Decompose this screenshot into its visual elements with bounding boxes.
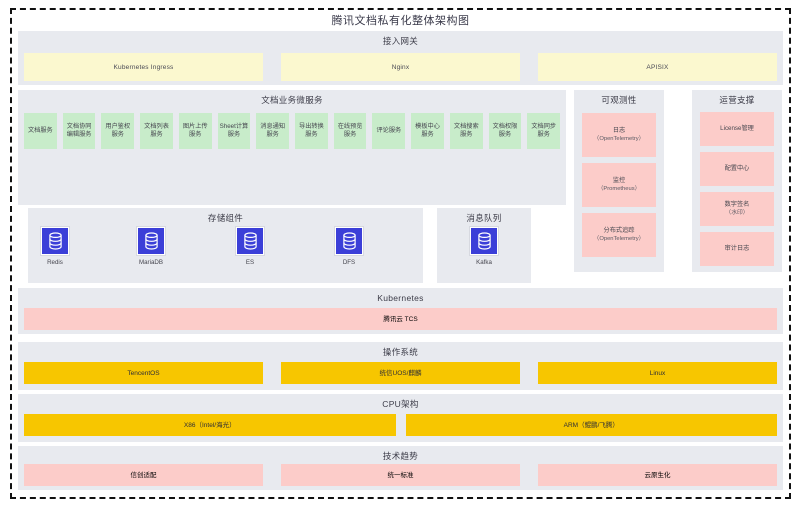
ops-item-audit-log[interactable]: 审计日志 (700, 232, 774, 266)
ops-title: 运营支撑 (719, 95, 755, 105)
storage-panel-title: 存储组件 (207, 213, 244, 223)
microservice-box[interactable]: 用户鉴权服务 (101, 113, 135, 149)
observability-item-label: 分布式追踪 (603, 226, 635, 234)
observability-item-sub: （OpenTelemetry） (593, 136, 645, 142)
observability-item-sub: （Prometheus） (597, 186, 641, 192)
microservices-grid: 文档服务 文档协同编辑服务 用户鉴权服务 文档列表服务 图片上传服务 Sheet… (24, 113, 561, 149)
microservice-box[interactable]: 在线预览服务 (333, 113, 367, 149)
os-items: TencentOS 统信UOS/麒麟 Linux (24, 362, 777, 384)
microservice-box[interactable]: 导出转换服务 (295, 113, 328, 149)
observability-item-sub: （OpenTelemetry） (593, 236, 645, 242)
microservice-box[interactable]: 文档同步服务 (527, 113, 561, 149)
kubernetes-item-tcs[interactable]: 腾讯云 TCS (24, 308, 777, 330)
ops-item-config-center[interactable]: 配置中心 (700, 152, 774, 186)
message-queue-item-kafka[interactable]: Kafka (461, 227, 507, 267)
trend-layer-title: 技术趋势 (382, 451, 419, 461)
trend-item-standards[interactable]: 统一标准 (281, 464, 520, 486)
os-item-uos-kylin[interactable]: 统信UOS/麒麟 (281, 362, 520, 384)
database-icon (335, 227, 363, 255)
cpu-item-arm[interactable]: ARM（鲲鹏/飞腾） (405, 414, 777, 436)
gateway-item-nginx[interactable]: Nginx (281, 53, 520, 81)
database-icon (41, 227, 69, 255)
microservice-box[interactable]: 文档协同编辑服务 (62, 113, 96, 149)
storage-item-es[interactable]: ES (227, 227, 273, 267)
ops-item-license[interactable]: License管理 (700, 112, 774, 146)
gateway-item-apisix[interactable]: APISIX (538, 53, 777, 81)
storage-item-label: ES (245, 259, 255, 266)
cpu-item-x86[interactable]: X86（Intel/海光） (24, 414, 396, 436)
page-title: 腾讯文档私有化整体架构图 (331, 15, 470, 27)
microservices-layer-title: 文档业务微服务 (261, 95, 323, 105)
kubernetes-layer-title: Kubernetes (377, 293, 424, 303)
cpu-items: X86（Intel/海光） ARM（鲲鹏/飞腾） (24, 414, 777, 436)
gateway-items: Kubernetes Ingress Nginx APISIX (24, 53, 777, 81)
gateway-item-ingress[interactable]: Kubernetes Ingress (24, 53, 263, 81)
database-icon (470, 227, 498, 255)
observability-item-tracing[interactable]: 分布式追踪 （OpenTelemetry） (582, 213, 656, 257)
os-layer-title: 操作系统 (382, 347, 419, 357)
observability-title: 可观测性 (601, 95, 637, 105)
cpu-layer-title: CPU架构 (382, 399, 419, 409)
microservice-box[interactable]: 文档列表服务 (140, 113, 173, 149)
microservice-box[interactable]: 文档权限服务 (488, 113, 522, 149)
ops-item-sub: （水印） (725, 210, 749, 216)
kubernetes-items: 腾讯云 TCS (24, 308, 777, 330)
observability-item-label: 监控 (612, 176, 626, 184)
message-queue-item-label: Kafka (476, 259, 492, 266)
microservice-box[interactable]: Sheet计算服务 (217, 113, 251, 149)
trend-item-xinchuang[interactable]: 信创适配 (24, 464, 263, 486)
microservice-box[interactable]: 评论服务 (372, 113, 406, 149)
microservice-box[interactable]: 模板中心服务 (411, 113, 444, 149)
database-icon (236, 227, 264, 255)
gateway-layer-title: 接入网关 (382, 36, 419, 46)
message-queue-title: 消息队列 (466, 213, 502, 223)
os-item-linux[interactable]: Linux (538, 362, 777, 384)
trend-items: 信创适配 统一标准 云原生化 (24, 464, 777, 486)
ops-item-label: 审计日志 (724, 244, 750, 252)
microservice-box[interactable]: 文档服务 (24, 113, 57, 149)
database-icon (137, 227, 165, 255)
storage-item-label: DFS (342, 259, 356, 266)
ops-item-label: 配置中心 (724, 164, 750, 172)
ops-item-label: License管理 (720, 124, 754, 132)
trend-item-cloud-native[interactable]: 云原生化 (538, 464, 777, 486)
storage-item-dfs[interactable]: DFS (326, 227, 372, 267)
os-item-tencentos[interactable]: TencentOS (24, 362, 263, 384)
storage-item-label: MariaDB (138, 259, 164, 266)
microservice-box[interactable]: 图片上传服务 (178, 113, 212, 149)
observability-item-monitoring[interactable]: 监控 （Prometheus） (582, 163, 656, 207)
storage-item-redis[interactable]: Redis (32, 227, 78, 267)
storage-item-mariadb[interactable]: MariaDB (128, 227, 174, 267)
observability-item-label: 日志 (612, 126, 626, 134)
ops-item-digital-signature[interactable]: 数字签名 （水印） (700, 192, 774, 226)
ops-item-label: 数字签名 (724, 200, 750, 208)
microservice-box[interactable]: 消息通知服务 (256, 113, 290, 149)
storage-item-label: Redis (47, 259, 63, 266)
microservice-box[interactable]: 文档搜索服务 (449, 113, 483, 149)
observability-item-logging[interactable]: 日志 （OpenTelemetry） (582, 113, 656, 157)
